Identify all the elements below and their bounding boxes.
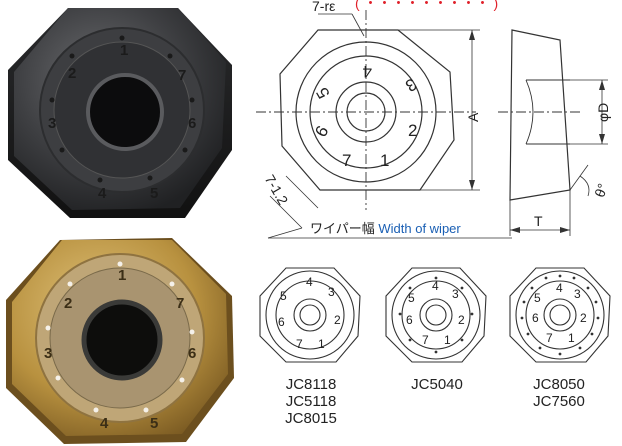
dark-insert-hole (86, 73, 164, 151)
svg-text:2: 2 (68, 65, 76, 82)
svg-text:7: 7 (422, 333, 429, 347)
side-view-outline (509, 29, 571, 201)
grade-label: JC8050 (533, 376, 585, 393)
svg-text:5: 5 (150, 415, 158, 432)
dark-insert-dots (49, 35, 195, 183)
svg-text:1: 1 (444, 333, 451, 347)
svg-text:6: 6 (188, 115, 196, 132)
svg-text:3: 3 (574, 287, 581, 301)
variant-2-grades: JC5040 (392, 376, 482, 393)
svg-text:6: 6 (406, 313, 413, 327)
top-view-outline (279, 29, 455, 191)
wiper-label-jp: ワイパー幅 (310, 221, 375, 236)
svg-text:2: 2 (64, 295, 72, 312)
svg-text:5: 5 (280, 289, 287, 303)
variant-1-drawing: 4 3 2 1 76 5 (259, 267, 361, 363)
svg-text:5: 5 (408, 291, 415, 305)
wiper-label-en: Width of wiper (378, 221, 461, 236)
label-corner-radius: 7-rε (312, 0, 335, 14)
grade-label: JC7560 (533, 393, 585, 410)
svg-text:4: 4 (432, 279, 439, 293)
svg-text:1: 1 (120, 42, 128, 59)
svg-text:4: 4 (98, 185, 107, 202)
svg-text:7: 7 (176, 295, 184, 312)
variant-1-grades: JC8118 JC5118 JC8015 (266, 376, 356, 427)
svg-text:5: 5 (534, 291, 541, 305)
label-dim-theta: θ° (591, 181, 611, 199)
dark-insert-photo: 1 7 6 5 4 3 2 (8, 8, 232, 218)
gold-insert-photo: 1 7 6 5 4 3 2 (6, 238, 234, 444)
svg-text:4: 4 (363, 62, 372, 81)
gold-insert-hole (81, 299, 163, 381)
label-dim-T: T (534, 213, 543, 229)
svg-text:6: 6 (188, 345, 196, 362)
label-dim-A: A (465, 112, 481, 122)
gold-insert-dots (45, 261, 195, 413)
grade-label: JC8118 (285, 376, 337, 393)
svg-text:1: 1 (318, 337, 325, 351)
svg-text:1: 1 (380, 151, 389, 170)
svg-text:4: 4 (306, 275, 313, 289)
svg-text:1: 1 (118, 267, 126, 284)
variant-2-drawing: 43 2 1 76 5 (385, 267, 487, 363)
svg-text:1: 1 (568, 331, 575, 345)
svg-text:2: 2 (580, 311, 587, 325)
svg-text:6: 6 (278, 315, 285, 329)
wiper-label: ワイパー幅 Width of wiper (310, 218, 461, 237)
svg-text:3: 3 (44, 345, 52, 362)
svg-text:4: 4 (100, 415, 109, 432)
svg-text:2: 2 (458, 313, 465, 327)
top-note: ( ・・・・・・・・・ ) (355, 0, 499, 11)
svg-text:7: 7 (546, 331, 553, 345)
svg-text:3: 3 (402, 74, 420, 95)
label-dim-phiD: φD (595, 103, 611, 122)
svg-text:3: 3 (452, 287, 459, 301)
svg-text:2: 2 (408, 121, 417, 140)
svg-text:3: 3 (328, 285, 335, 299)
svg-text:7: 7 (342, 151, 351, 170)
svg-text:2: 2 (334, 313, 341, 327)
svg-text:4: 4 (556, 281, 563, 295)
svg-text:7: 7 (296, 337, 303, 351)
gold-insert-numbers: 1 7 6 5 4 3 2 (44, 267, 196, 432)
svg-text:7: 7 (178, 67, 186, 84)
svg-text:6: 6 (532, 311, 539, 325)
svg-text:3: 3 (48, 115, 56, 132)
svg-text:6: 6 (311, 122, 332, 140)
grade-label: JC8015 (285, 410, 337, 427)
grade-label: JC5040 (411, 376, 463, 393)
variant-3-grades: JC8050 JC7560 (514, 376, 604, 410)
svg-text:5: 5 (150, 185, 158, 202)
dark-insert-numbers: 1 7 6 5 4 3 2 (48, 42, 196, 202)
insert-technical-drawing: 4 3 2 1 7 6 5 7-rε A φD T θ° 7-1.2 (256, 0, 611, 239)
grade-label: JC5118 (285, 393, 337, 410)
